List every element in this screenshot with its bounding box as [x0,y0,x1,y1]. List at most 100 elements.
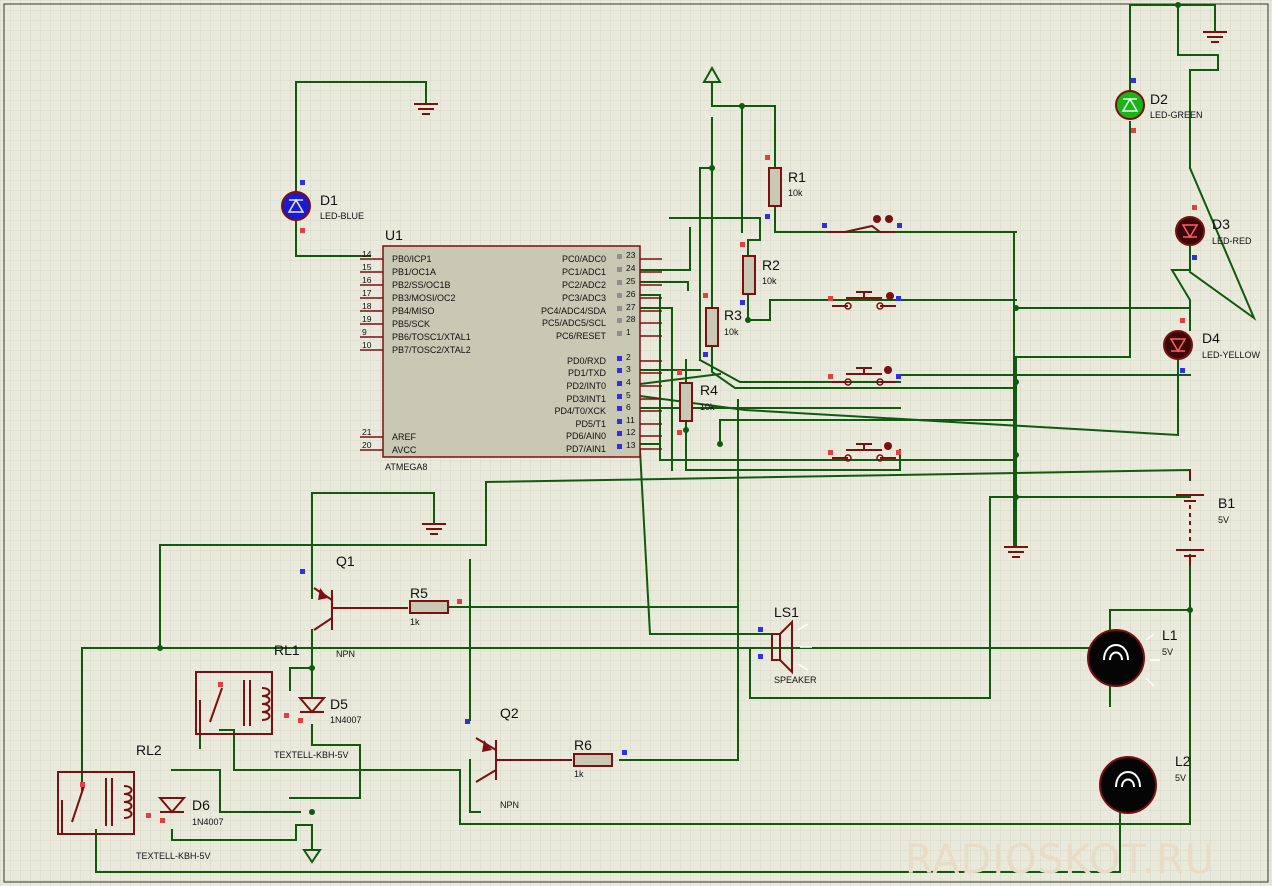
lamp-icon [1099,756,1157,814]
mcu-pin-number: 4 [626,377,631,387]
led-d1[interactable]: D1 LED-BLUE [281,180,364,233]
speaker-ls1[interactable]: LS1 SPEAKER [758,604,817,685]
mcu-pin-number: 28 [626,314,636,324]
resistor-r2-value: 10k [762,276,777,286]
mcu-pin-name: PD0/RXD [567,356,607,366]
led-d3-value: LED-RED [1212,236,1252,246]
led-d2[interactable]: D2 LED-GREEN [1115,78,1203,133]
led-d4[interactable]: D4 LED-YELLOW [1163,318,1261,373]
led-blue-icon [281,191,311,221]
mcu-pin-name: PC0/ADC0 [562,254,606,264]
mcu-pin-name: PD6/AIN0 [566,431,606,441]
mcu-pin-state [617,306,622,311]
mcu-pin-name: PC6/RESET [556,331,607,341]
resistor-r6[interactable]: R6 1k [573,737,627,779]
mcu-pin-state [617,318,622,323]
mcu-pin-number: 18 [362,301,372,311]
pushbutton-4[interactable] [828,442,901,462]
mcu-pin-number: 5 [626,390,631,400]
vcc-arrow-bottom-icon [302,849,322,864]
mcu-pin-number: 3 [626,364,631,374]
resistor-r5-ref: R5 [410,585,428,601]
transistor-q2[interactable]: Q2 NPN [465,705,572,810]
relay-rl1[interactable]: RL1 TEXTELL-KBH-5V [195,642,349,760]
resistor-r1[interactable]: R1 10k [765,155,806,219]
resistor-r2[interactable]: R2 10k [740,242,780,305]
diode-icon [297,697,327,714]
mcu-pin-number: 9 [362,327,367,337]
mcu-pin-state [617,254,622,259]
wires [81,4,1257,873]
mcu-pin-name: PD1/TXD [568,368,607,378]
resistor-r5-value: 1k [410,617,420,627]
mcu-pin-name: PB3/MOSI/OC2 [392,293,456,303]
resistor-r5[interactable]: R5 1k [409,585,462,627]
led-d3[interactable]: D3 LED-RED [1175,205,1252,260]
battery-b1[interactable]: B1 5V [1176,470,1235,566]
resistor-r3[interactable]: R3 10k [703,293,742,357]
diode-icon [157,797,187,814]
mcu-pin-number: 10 [362,340,372,350]
led-d4-ref: D4 [1202,330,1220,346]
resistor-r4[interactable]: R4 10k [677,370,718,435]
led-d2-value: LED-GREEN [1150,110,1203,120]
mcu-pin-state [617,444,622,449]
relay-rl2-ref: RL2 [136,742,162,758]
mcu-pin-number: 12 [626,427,636,437]
mcu-pin-number: 26 [626,289,636,299]
pushbutton-2[interactable] [828,291,901,310]
mcu-pin-state [617,419,622,424]
led-d2-ref: D2 [1150,91,1168,107]
diode-d6-value: 1N4007 [192,817,224,827]
mcu-pin-name: PC3/ADC3 [562,293,606,303]
mcu-part: ATMEGA8 [385,462,427,472]
speaker-value: SPEAKER [774,675,817,685]
led-d1-value: LED-BLUE [320,211,364,221]
mcu-pin-number: 24 [626,263,636,273]
resistor-r6-value: 1k [574,769,584,779]
relay-rl2[interactable]: RL2 TEXTELL-KBH-5V [57,742,211,861]
vcc-arrow-icon [702,65,722,83]
mcu-pin-number: 13 [626,440,636,450]
led-d4-value: LED-YELLOW [1202,350,1261,360]
transistor-q1[interactable]: Q1 NPN [300,553,408,659]
battery-value: 5V [1218,515,1229,525]
mcu-pin-name: PC4/ADC4/SDA [541,306,606,316]
pushbutton-3[interactable] [828,366,901,386]
lamp-l2-ref: L2 [1175,753,1191,769]
resistor-r3-value: 10k [724,327,739,337]
diode-d6[interactable]: D6 1N4007 [157,797,224,827]
lamp-l1-value: 5V [1162,647,1173,657]
resistor-r3-ref: R3 [724,307,742,323]
mcu-pin-name: PB0/ICP1 [392,254,432,264]
mcu-right-pins: 23PC0/ADC024PC1/ADC125PC2/ADC226PC3/ADC3… [541,250,662,454]
lamp-l2[interactable]: L2 5V [1099,753,1191,814]
mcu-pin-name: PC5/ADC5/SCL [542,318,606,328]
mcu-pin-state [617,331,622,336]
watermark: RADIOSKOT.RU [905,837,1215,883]
led-d1-ref: D1 [320,192,338,208]
pushbutton-1[interactable] [822,215,902,233]
lamp-l1[interactable]: L1 5V [1087,627,1178,687]
mcu-pin-name: PD4/T0/XCK [554,406,606,416]
battery-ref: B1 [1218,495,1235,511]
mcu-pin-number: 11 [626,415,635,425]
mcu-pin-state [617,293,622,298]
mcu-pin-number: 23 [626,250,636,260]
transistor-q2-value: NPN [500,800,519,810]
diode-d5[interactable]: D5 1N4007 [297,696,362,725]
led-green-icon [1115,90,1145,120]
mcu-pin-name: PD2/INT0 [566,381,606,391]
mcu-pin-number: 17 [362,288,372,298]
diode-d5-value: 1N4007 [330,715,362,725]
transistor-q1-ref: Q1 [336,553,355,569]
diode-d6-ref: D6 [192,797,210,813]
resistor-r2-ref: R2 [762,257,780,273]
mcu-pin-number: 19 [362,314,372,324]
mcu-pin-name: PC2/ADC2 [562,280,606,290]
mcu-pin-number: 16 [362,275,372,285]
mcu-pin-name: PD7/AIN1 [566,444,606,454]
